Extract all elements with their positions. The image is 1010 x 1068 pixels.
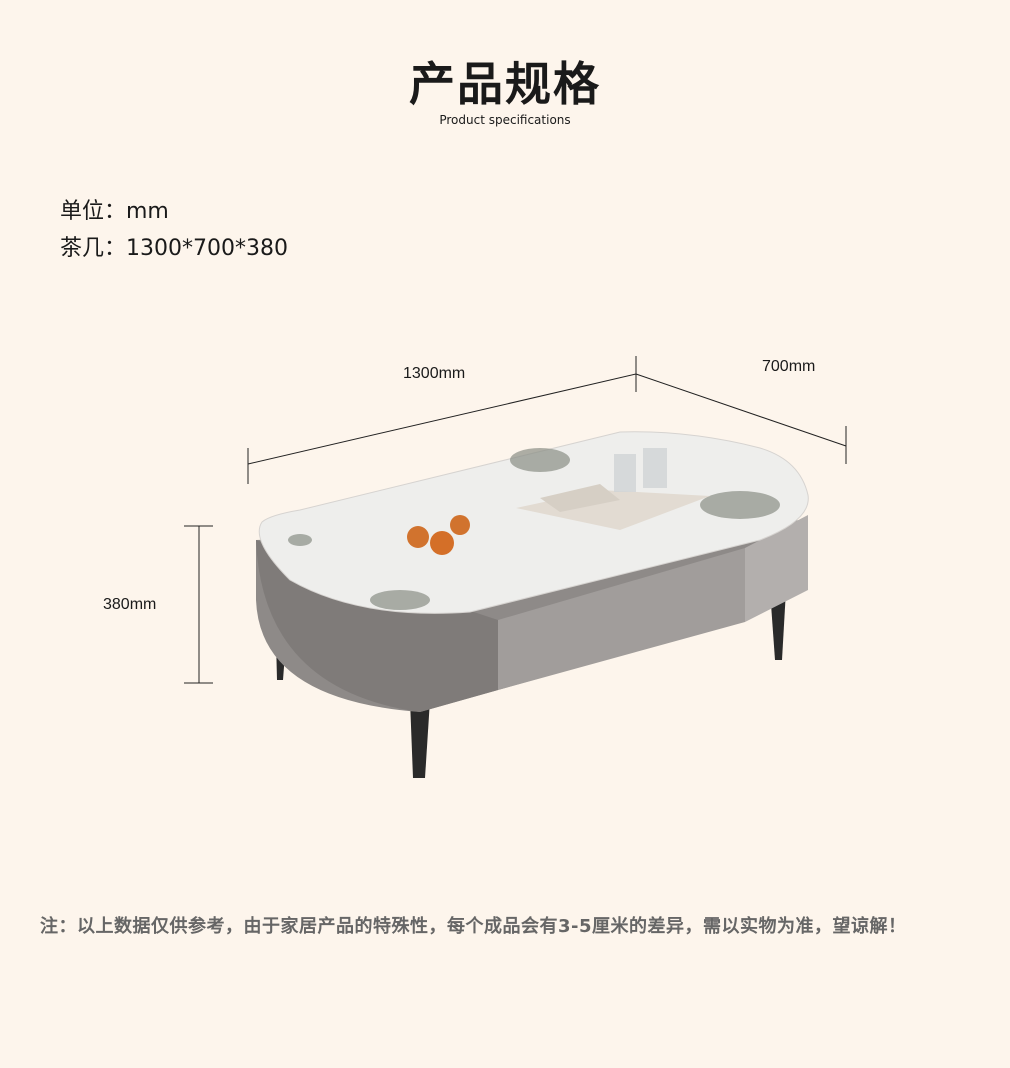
height-label: 380mm — [103, 596, 157, 613]
disclaimer-note: 注：以上数据仅供参考，由于家居产品的特殊性，每个成品会有3-5厘米的差异，需以实… — [40, 916, 907, 937]
length-label: 1300mm — [403, 365, 466, 382]
page-subtitle: Product specifications — [439, 113, 571, 127]
coffee-table-image — [256, 431, 809, 778]
dimension-lines — [184, 356, 847, 684]
coffee-table-spec: 茶几：1300*700*380 — [60, 236, 288, 261]
width-label: 700mm — [762, 358, 816, 375]
page-title: 产品规格 — [409, 57, 601, 111]
unit-spec: 单位：mm — [60, 199, 169, 224]
